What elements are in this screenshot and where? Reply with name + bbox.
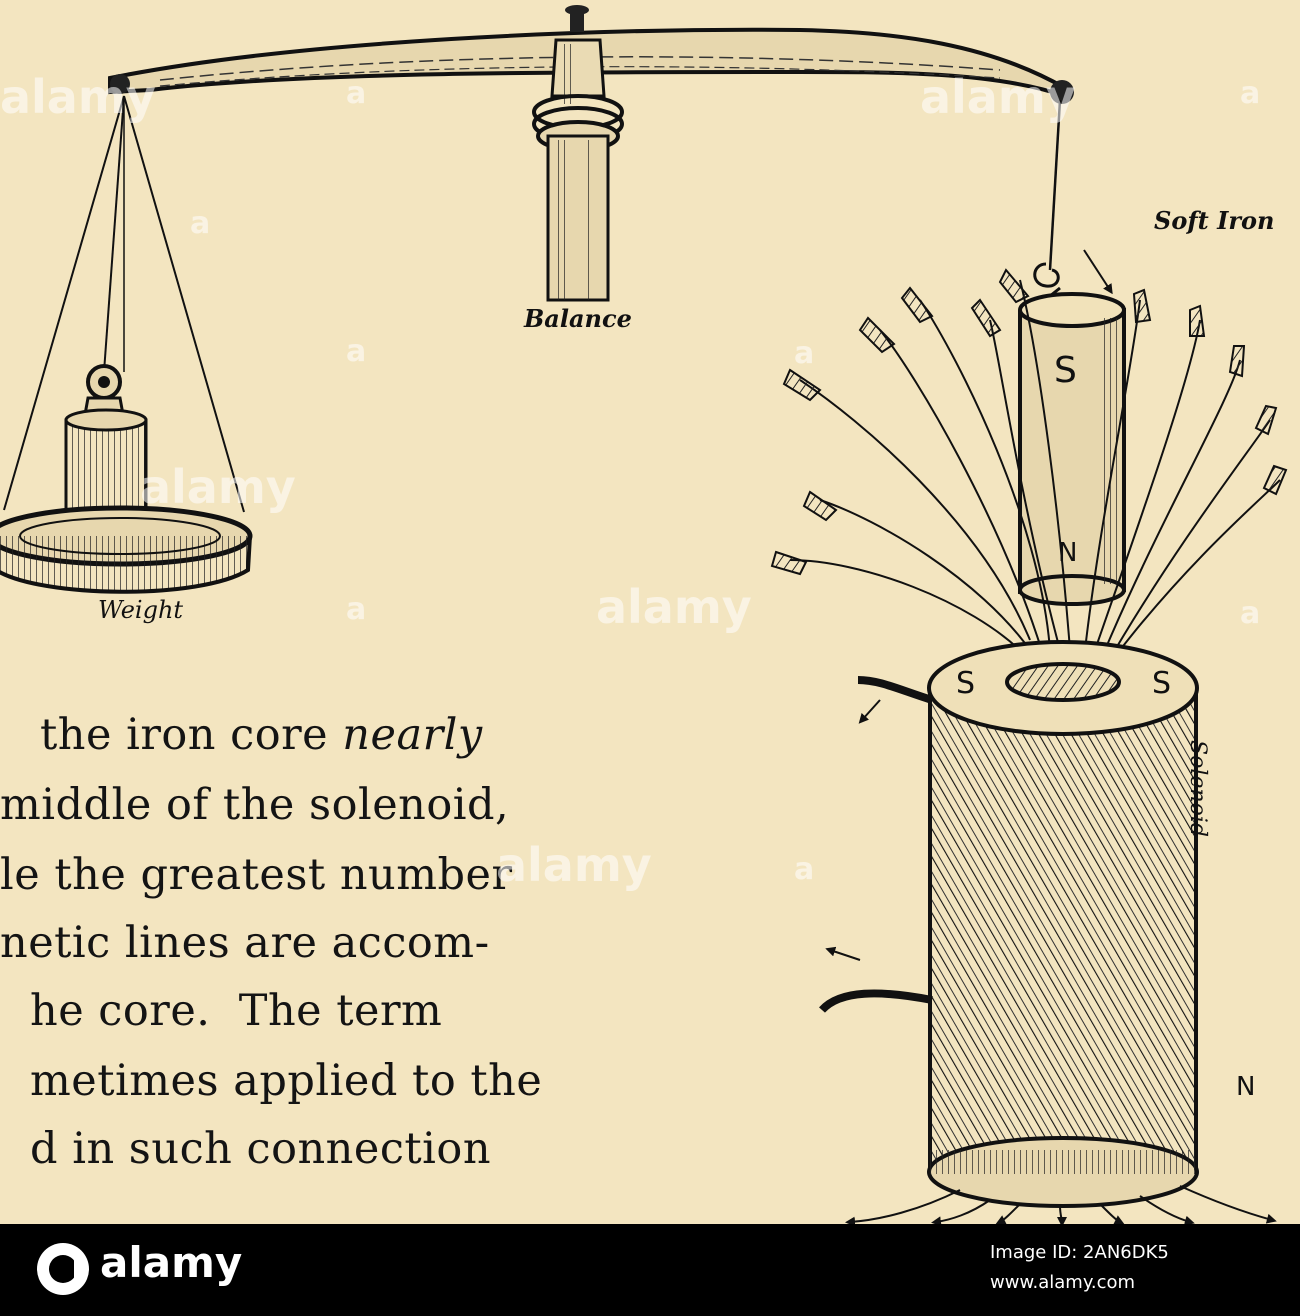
soft-iron-label: Soft Iron <box>1154 206 1275 235</box>
site-url[interactable]: www.alamy.com <box>990 1272 1136 1293</box>
weight-pan <box>0 95 253 594</box>
stock-footer-bar: alamy Image ID: 2AN6DK5 www.alamy.com <box>0 1224 1300 1316</box>
watermark-badge: a <box>346 334 367 369</box>
core-top-pole: S <box>1054 350 1077 391</box>
watermark-text: alamy <box>0 70 156 124</box>
coil-top-right-pole: S <box>1152 666 1172 701</box>
watermark-text: alamy <box>140 460 296 514</box>
coil-bottom-pole: N <box>1236 1072 1256 1102</box>
balance-column <box>532 5 624 302</box>
core-bottom-pole: N <box>1058 538 1078 568</box>
watermark-badge: a <box>794 336 815 371</box>
bottom-field-lines <box>845 1185 1277 1224</box>
watermark-text: alamy <box>920 70 1076 124</box>
body-line-6: metimes applied to the <box>30 1056 543 1106</box>
weight-label: Weight <box>98 596 184 624</box>
body-line-4: netic lines are accom- <box>0 918 490 968</box>
watermark-text: alamy <box>596 580 752 634</box>
field-lines <box>789 279 1281 656</box>
watermark-badge: a <box>190 206 211 241</box>
alamy-logo-icon <box>37 1243 89 1295</box>
watermark-text: alamy <box>496 838 652 892</box>
coil-top-left-pole: S <box>956 666 976 701</box>
image-id: Image ID: 2AN6DK5 <box>990 1242 1169 1263</box>
body-line-2: middle of the solenoid, <box>0 780 510 830</box>
illustration-plate: Balance Weight Soft Iron Solenoid S N S … <box>0 5 1288 1224</box>
soft-iron-core <box>1018 99 1126 606</box>
balance-solenoid-engraving <box>0 5 1288 1224</box>
body-line-7: d in such connection <box>30 1124 492 1174</box>
body-line-5: he core. The term <box>30 986 443 1036</box>
watermark-badge: a <box>794 852 815 887</box>
watermark-badge: a <box>1240 596 1261 631</box>
field-arrow-feathers <box>770 268 1288 576</box>
solenoid-label: Solenoid <box>1185 740 1210 837</box>
watermark-badge: a <box>346 592 367 627</box>
watermark-badge: a <box>1240 76 1261 111</box>
body-line-1: the iron core nearly <box>40 710 483 760</box>
balance-label: Balance <box>524 304 632 333</box>
body-line-3: le the greatest number <box>0 850 513 900</box>
watermark-badge: a <box>346 76 367 111</box>
alamy-logo-text: alamy <box>100 1238 243 1287</box>
solenoid-coil <box>819 640 1199 1208</box>
